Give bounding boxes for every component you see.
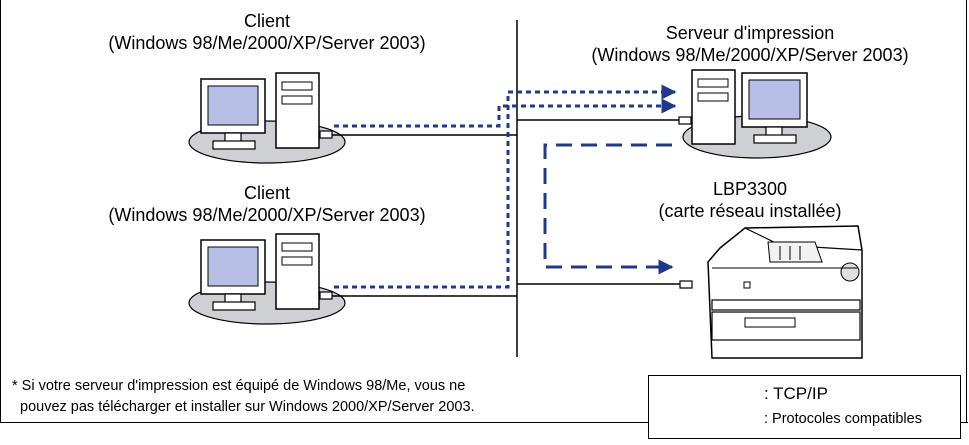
client-bottom-title: Client bbox=[243, 183, 291, 203]
client-bottom-computer-icon bbox=[188, 233, 346, 325]
frame-left-border bbox=[0, 0, 1, 423]
printer-label: LBP3300 (carte réseau installée) bbox=[600, 178, 900, 222]
legend: : TCP/IP : Protocoles compatibles bbox=[648, 375, 961, 439]
printer-note: (carte réseau installée) bbox=[658, 201, 842, 221]
print-server-title: Serveur d'impression bbox=[665, 23, 835, 43]
client-bottom-os: (Windows 98/Me/2000/XP/Server 2003) bbox=[108, 205, 426, 225]
frame-bottom-border bbox=[0, 422, 968, 423]
legend-compatible-label: : Protocoles compatibles bbox=[764, 411, 922, 427]
client-top-title: Client bbox=[243, 11, 291, 31]
footnote-line-1: * Si votre serveur d'impression est équi… bbox=[12, 378, 466, 394]
legend-tcpip-label: : TCP/IP bbox=[764, 384, 828, 403]
compatible-protocol-arrow-client-bottom bbox=[334, 84, 677, 289]
client-top-computer-icon bbox=[188, 72, 346, 164]
footnote: * Si votre serveur d'impression est équi… bbox=[12, 376, 475, 418]
printer-icon bbox=[679, 225, 863, 359]
footnote-line-2: pouvez pas télécharger et installer sur … bbox=[20, 399, 475, 415]
printer-model: LBP3300 bbox=[712, 179, 788, 199]
frame-right-border bbox=[966, 0, 967, 423]
legend-compatible-entry: : Protocoles compatibles bbox=[661, 409, 961, 435]
print-server-label: Serveur d'impression (Windows 98/Me/2000… bbox=[545, 22, 955, 66]
client-top-os: (Windows 98/Me/2000/XP/Server 2003) bbox=[108, 33, 426, 53]
compatible-protocol-arrow-client-top bbox=[334, 98, 677, 128]
client-top-label: Client (Windows 98/Me/2000/XP/Server 200… bbox=[62, 10, 472, 54]
tcpip-arrow-server-to-printer bbox=[543, 143, 674, 275]
client-bottom-label: Client (Windows 98/Me/2000/XP/Server 200… bbox=[62, 182, 472, 226]
print-server-os: (Windows 98/Me/2000/XP/Server 2003) bbox=[591, 45, 909, 65]
legend-tcpip-entry: : TCP/IP bbox=[661, 382, 961, 408]
print-server-computer-icon bbox=[678, 69, 832, 159]
